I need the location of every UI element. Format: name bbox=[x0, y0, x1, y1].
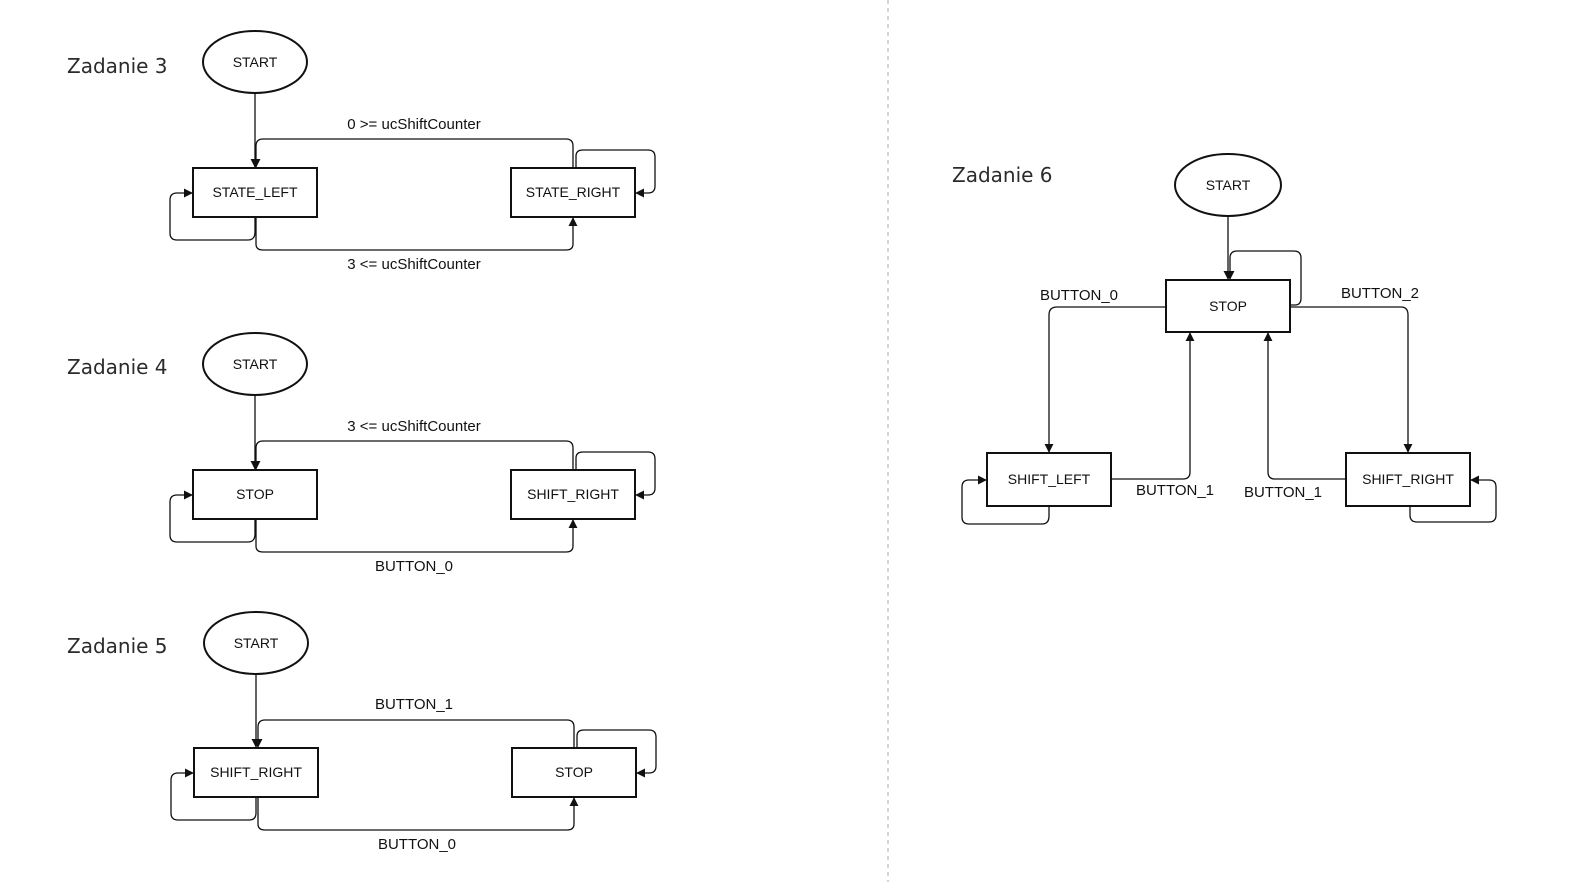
right-back-transition-label: BUTTON_1 bbox=[1244, 484, 1322, 501]
start-label: START bbox=[234, 635, 279, 651]
zadanie-4-heading: Zadanie 4 bbox=[67, 355, 168, 379]
bottom-transition-label: BUTTON_0 bbox=[378, 836, 456, 853]
diagram-zadanie-4: START STOP SHIFT_RIGHT 3 <= ucShiftCount… bbox=[169, 332, 656, 575]
state-left-node bbox=[192, 167, 318, 218]
left-self-loop bbox=[170, 768, 257, 821]
top-transition-edge bbox=[251, 440, 574, 470]
stop-node bbox=[511, 747, 637, 798]
bottom-transition-edge bbox=[255, 519, 578, 553]
zadanie-3-heading: Zadanie 3 bbox=[67, 54, 168, 78]
stop-to-left-edge bbox=[1044, 306, 1166, 453]
left-state-label: SHIFT_LEFT bbox=[1008, 471, 1091, 487]
top-transition-label: 0 >= ucShiftCounter bbox=[347, 116, 480, 133]
top-transition-label: BUTTON_1 bbox=[375, 696, 453, 713]
right-state-label: SHIFT_RIGHT bbox=[527, 486, 619, 502]
bottom-transition-label: BUTTON_0 bbox=[375, 558, 453, 575]
stop-node bbox=[192, 469, 318, 520]
shift-right-node bbox=[193, 747, 319, 798]
right-to-stop-edge bbox=[1263, 332, 1346, 480]
shift-right-node bbox=[510, 469, 636, 520]
top-transition-label: 3 <= ucShiftCounter bbox=[347, 418, 480, 435]
to-right-transition-label: BUTTON_2 bbox=[1341, 285, 1419, 302]
start-label: START bbox=[233, 54, 278, 70]
left-self-loop bbox=[169, 490, 256, 543]
right-self-loop bbox=[576, 729, 657, 778]
stop-node bbox=[1165, 279, 1291, 333]
start-label: START bbox=[1206, 177, 1251, 193]
left-back-transition-label: BUTTON_1 bbox=[1136, 482, 1214, 499]
left-state-label: SHIFT_RIGHT bbox=[210, 764, 302, 780]
state-right-node bbox=[510, 167, 636, 218]
left-to-stop-edge bbox=[1111, 332, 1195, 480]
right-state-label: STOP bbox=[555, 764, 593, 780]
top-transition-edge bbox=[251, 138, 574, 168]
stop-to-right-edge bbox=[1290, 306, 1413, 453]
center-state-label: STOP bbox=[1209, 298, 1247, 314]
left-self-loop bbox=[169, 188, 256, 241]
zadanie-6-heading: Zadanie 6 bbox=[952, 163, 1053, 187]
left-state-label: STOP bbox=[236, 486, 274, 502]
zadanie-5-heading: Zadanie 5 bbox=[67, 634, 168, 658]
diagram-zadanie-5: START SHIFT_RIGHT STOP BUTTON_1 BUTTON_0 bbox=[170, 611, 657, 853]
shift-right-node bbox=[1345, 452, 1471, 507]
right-state-label: SHIFT_RIGHT bbox=[1362, 471, 1454, 487]
bottom-transition-edge bbox=[255, 217, 578, 251]
right-state-label: STATE_RIGHT bbox=[526, 184, 621, 200]
bottom-transition-label: 3 <= ucShiftCounter bbox=[347, 256, 480, 273]
right-self-loop bbox=[575, 149, 656, 198]
diagram-zadanie-3: START STATE_LEFT STATE_RIGHT 0 >= ucShif… bbox=[169, 30, 656, 273]
bottom-transition-edge bbox=[257, 797, 579, 831]
top-transition-edge bbox=[253, 719, 575, 748]
stop-self-loop bbox=[1225, 250, 1302, 306]
to-left-transition-label: BUTTON_0 bbox=[1040, 287, 1118, 304]
right-self-loop bbox=[1409, 475, 1497, 523]
left-state-label: STATE_LEFT bbox=[212, 184, 298, 200]
left-self-loop bbox=[961, 475, 1050, 525]
diagram-zadanie-6: START STOP SHIFT_LEFT SHIFT_RIGHT BUTTON… bbox=[961, 153, 1497, 525]
start-label: START bbox=[233, 356, 278, 372]
right-self-loop bbox=[575, 451, 656, 500]
